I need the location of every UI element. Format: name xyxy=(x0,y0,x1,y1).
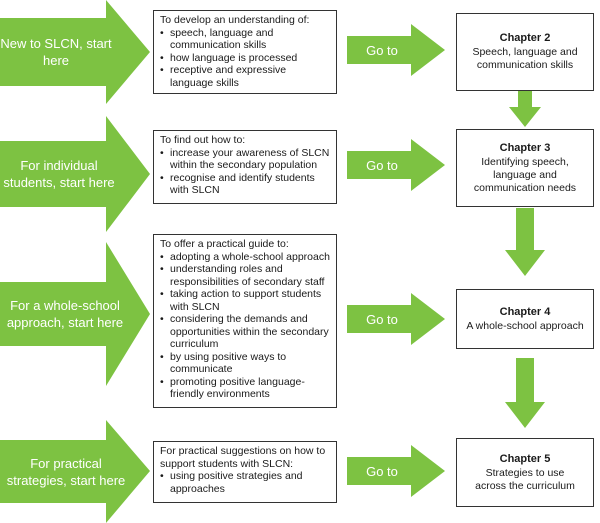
chapter-text: A whole-school approach xyxy=(466,319,584,332)
chapter-title: Chapter 5 xyxy=(499,452,551,465)
chapter-text: Identifying speech, language and communi… xyxy=(473,155,577,194)
start-label: For practical strategies, start here xyxy=(6,455,126,488)
chapter-title: Chapter 3 xyxy=(499,141,551,154)
start-label: For individual students, start here xyxy=(3,158,115,190)
description-bullet: adopting a whole-school approach xyxy=(160,251,330,264)
start-arrow-practical-strategies: For practical strategies, start here xyxy=(0,420,150,523)
start-arrow-new-to-slcn: New to SLCN, start here xyxy=(0,0,150,104)
start-arrow-shape xyxy=(0,242,150,386)
chapter-4-box: Chapter 4 A whole-school approach xyxy=(456,289,594,349)
start-label: New to SLCN, start here xyxy=(0,36,112,68)
start-label: For a whole-school approach, start here xyxy=(6,298,124,330)
description-intro: For practical suggestions on how to supp… xyxy=(160,445,326,470)
go-to-arrow-chapter-4: Go to xyxy=(347,293,445,345)
description-box-chapter-3: To find out how to: increase your awaren… xyxy=(153,130,337,204)
go-to-label: Go to xyxy=(366,42,398,58)
description-bullet: considering the demands and opportunitie… xyxy=(160,313,330,351)
description-bullet: recognise and identify students with SLC… xyxy=(160,172,330,197)
description-bullet: by using positive ways to communicate xyxy=(160,351,330,376)
chapter-2-box: Chapter 2 Speech, language and communica… xyxy=(456,13,594,91)
chapter-text: Strategies to use across the curriculum xyxy=(475,466,575,492)
start-arrow-shape xyxy=(0,116,150,232)
start-arrow-shape xyxy=(0,0,150,104)
start-arrow-individual-students: For individual students, start here xyxy=(0,116,150,232)
go-to-arrow-chapter-5: Go to xyxy=(347,445,445,497)
description-intro: To develop an understanding of: xyxy=(160,14,310,26)
down-arrow-3-to-4 xyxy=(505,208,545,276)
description-bullet: promoting positive language-friendly env… xyxy=(160,376,330,401)
chapter-5-box: Chapter 5 Strategies to use across the c… xyxy=(456,438,594,507)
go-to-arrow-chapter-3: Go to xyxy=(347,139,445,191)
description-box-chapter-5: For practical suggestions on how to supp… xyxy=(153,441,337,503)
start-arrow-shape xyxy=(0,420,150,523)
description-bullet: understanding roles and responsibilities… xyxy=(160,263,330,288)
go-to-label: Go to xyxy=(366,311,398,327)
go-to-arrow-shape xyxy=(347,24,445,76)
go-to-label: Go to xyxy=(366,463,398,479)
description-intro: To offer a practical guide to: xyxy=(160,238,289,250)
description-bullet: speech, language and communication skill… xyxy=(160,27,330,52)
description-box-chapter-4: To offer a practical guide to: adopting … xyxy=(153,234,337,408)
description-bullet: taking action to support students with S… xyxy=(160,288,330,313)
description-bullet: increase your awareness of SLCN within t… xyxy=(160,147,330,172)
chapter-title: Chapter 2 xyxy=(499,32,551,44)
go-to-arrow-chapter-2: Go to xyxy=(347,24,445,76)
go-to-arrow-shape xyxy=(347,293,445,345)
start-arrow-whole-school: For a whole-school approach, start here xyxy=(0,242,150,386)
down-arrow-2-to-3 xyxy=(509,91,541,127)
chapter-3-box: Chapter 3 Identifying speech, language a… xyxy=(456,129,594,207)
go-to-arrow-shape xyxy=(347,139,445,191)
description-intro: To find out how to: xyxy=(160,134,246,146)
down-arrow-4-to-5 xyxy=(505,358,545,428)
go-to-label: Go to xyxy=(366,157,398,173)
go-to-arrow-shape xyxy=(347,445,445,497)
chapter-title: Chapter 4 xyxy=(499,305,551,318)
description-bullet: how language is processed xyxy=(160,52,330,65)
description-bullet: receptive and expressive language skills xyxy=(160,64,330,89)
description-bullet: using positive strategies and approaches xyxy=(160,470,330,495)
description-box-chapter-2: To develop an understanding of: speech, … xyxy=(153,10,337,94)
chapter-text: Speech, language and communication skill… xyxy=(472,46,578,71)
